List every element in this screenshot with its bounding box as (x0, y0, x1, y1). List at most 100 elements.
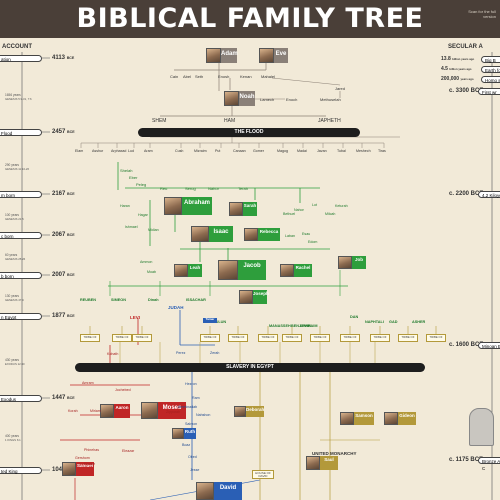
relative-name: Hagar (138, 213, 148, 217)
judahite-name: Perez (176, 351, 186, 355)
ruth-portrait (172, 428, 184, 439)
judahite-name: Boaz (182, 443, 191, 447)
joseph-portrait (239, 290, 253, 304)
relative-name: Esau (302, 232, 311, 236)
nation-name: Canaan (233, 149, 246, 153)
adam-portrait (206, 48, 221, 63)
jared-name: Jared (335, 86, 346, 91)
rebecca-caption: Rebecca (258, 228, 280, 241)
right-event-pill: Minoan Er (478, 341, 500, 349)
relative-name: Edom (308, 240, 318, 244)
samson-portrait (340, 412, 354, 425)
right-event-pill: Bronze Age C (478, 456, 500, 471)
gideon-caption: Gideon (398, 412, 416, 425)
left-gap-reference: 1 KINGS 6:1 (5, 438, 21, 442)
relative-name: Ishmael (125, 225, 138, 229)
left-gap-years: 1656 years (5, 93, 21, 97)
left-event-unit: BCE (67, 273, 75, 277)
left-gap-reference: GENESIS 21:5 (5, 217, 24, 221)
nation-name: Gomer (253, 149, 264, 153)
left-event-unit: BCE (66, 56, 75, 60)
rachel-portrait (280, 264, 294, 277)
post-flood-name: Peleg (136, 182, 147, 187)
left-event-year: 2457 BCE (52, 129, 75, 135)
aaron-portrait (100, 404, 114, 418)
post-flood-name: Nahor (208, 186, 219, 191)
judah-name: JUDAH (168, 305, 184, 310)
aaron-caption: Aaron (114, 404, 130, 418)
isaac-caption: Isaac (209, 226, 233, 242)
right-range-unit: billion years ago (452, 57, 475, 61)
rebecca-portrait (244, 228, 258, 241)
right-event-year: c. 1175 BCE (449, 457, 484, 463)
tribe-name: ISSACHAR (186, 298, 206, 302)
left-event-pill: ation (0, 54, 42, 62)
egypt-band: SLAVERY IN EGYPT (75, 363, 425, 372)
house-of-david-tag: HOUSE OF DAVID (252, 470, 274, 479)
relative-name: Lot (312, 203, 317, 207)
nation-name: Tubal (337, 149, 346, 153)
tribe-name: BENJAMIN (291, 324, 311, 328)
left-gap-years: 130 years (5, 294, 19, 298)
relative-name: Midian (148, 228, 159, 232)
right-event-year: c. 3300 BCE (449, 88, 484, 94)
nation-name: Aram (144, 149, 153, 153)
levite-name: Gershom (75, 456, 90, 460)
tribe-name: EPHRAIM (300, 324, 318, 328)
isaac-portrait (191, 226, 209, 242)
nation-name: Lud (128, 149, 134, 153)
left-gap-years: 430 years (5, 358, 19, 362)
levite-name: Eleazar (122, 449, 135, 453)
samuel-caption: Samuel (76, 462, 94, 476)
post-flood-name: Reu (160, 186, 168, 191)
left-event-year: 1447 BCE (52, 395, 75, 401)
tribe-name: ASHER (412, 320, 426, 324)
relative-name: Laban (285, 234, 295, 238)
tribe-tag: TRIBE OF (258, 334, 278, 342)
levite-name: Kohath (107, 352, 119, 356)
right-range-pill: Big B (481, 55, 500, 63)
left-column-title: ACCOUNT (2, 44, 32, 50)
tribe-name: NAPHTALI (365, 320, 384, 324)
nation-name: Madai (297, 149, 307, 153)
left-event-year: 1877 BCE (52, 313, 75, 319)
right-range-value: 13.8 billion years ago (441, 56, 475, 62)
post-flood-name: Serug (185, 186, 196, 191)
left-event-year: 4113 BCE (52, 55, 75, 61)
judahite-name: Salmon (185, 422, 198, 426)
left-event-unit: BCE (67, 233, 75, 237)
ruth-caption: Ruth (184, 428, 196, 439)
relative-name: Ammon (140, 260, 153, 264)
tribe-tag: TRIBE OF (340, 334, 360, 342)
pre-flood-name: Mahalel (261, 74, 276, 79)
levite-name: Amram (82, 381, 94, 385)
nation-name: Tiras (378, 149, 386, 153)
pre-flood-name: Seth (195, 74, 204, 79)
eve-caption: Eve (274, 48, 288, 63)
abraham-caption: Abraham (182, 197, 212, 215)
sarah-caption: Sarah (243, 202, 257, 216)
tamar-caption: Tamar (203, 317, 217, 323)
tree-connector (271, 77, 341, 86)
tribe-tag: TRIBE OF (310, 334, 330, 342)
joseph-caption: Joseph (253, 290, 269, 304)
post-flood-name: Terah (238, 186, 249, 191)
relative-name: Moab (147, 270, 156, 274)
left-event-pill: n Egypt (0, 312, 42, 320)
deborah-portrait (234, 406, 246, 417)
judahite-name: Obed (188, 455, 197, 459)
nation-name: Magog (277, 149, 288, 153)
tribe-tag: TRIBE OF (200, 334, 220, 342)
tribe-tag: TRIBE OF (282, 334, 302, 342)
nation-name: Arphaxad (111, 149, 127, 153)
post-flood-name: Shelah (120, 168, 133, 173)
left-event-pill: Flood (0, 128, 42, 136)
judahite-name: Ram (192, 396, 200, 400)
corner-note: Scan for the full version (468, 9, 496, 19)
saul-portrait (306, 456, 320, 470)
nation-name: Asshur (92, 149, 104, 153)
right-range-unit: years ago (460, 77, 474, 81)
relative-name: Nahor (294, 208, 304, 212)
job-caption: Job (352, 256, 366, 269)
